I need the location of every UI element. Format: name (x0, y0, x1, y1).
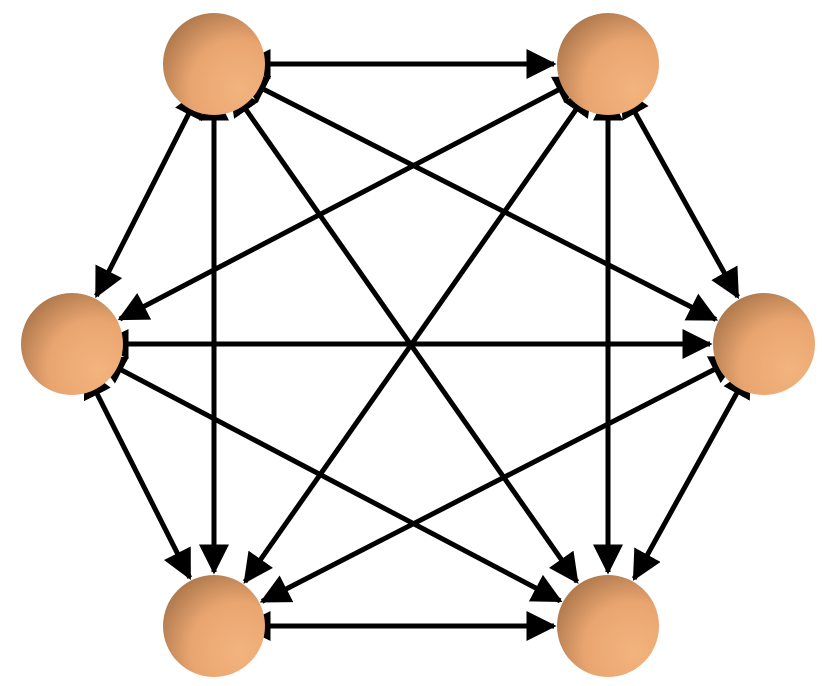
node-n1 (163, 13, 265, 115)
node-n5 (163, 575, 265, 677)
edge-n3-n5 (83, 367, 192, 581)
edge-n4-n5 (259, 356, 741, 604)
node-n6 (557, 575, 659, 677)
edge-n1-n4 (237, 76, 719, 322)
node-n3 (21, 293, 123, 395)
edge-n4-n6 (631, 367, 752, 581)
node-n2 (557, 13, 659, 115)
node-n4 (713, 293, 815, 395)
edge-n2-n4 (620, 87, 740, 300)
edge-n1-n3 (94, 87, 203, 299)
edges-layer (83, 49, 752, 641)
nodes-layer (21, 13, 815, 677)
